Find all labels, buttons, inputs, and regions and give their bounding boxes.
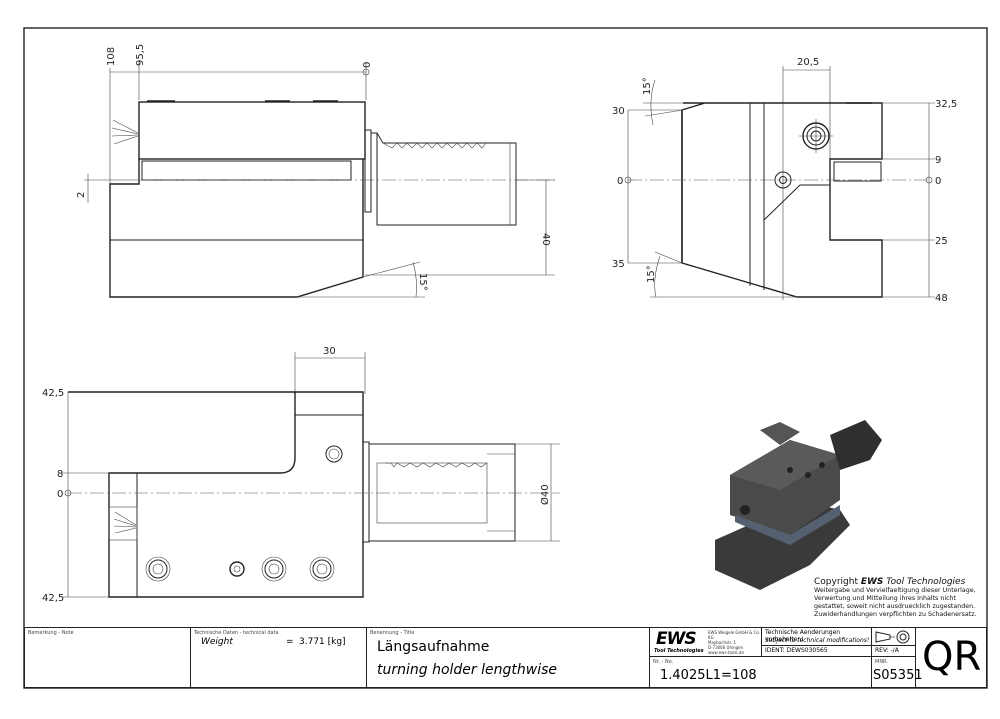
copyright-prefix: Copyright bbox=[814, 577, 861, 587]
drawing-frame bbox=[23, 27, 988, 689]
front-view: 20,5 30 0 35 15° 15° bbox=[612, 57, 957, 304]
dim-95-5: 95,5 bbox=[135, 44, 146, 66]
dim-0: 0 bbox=[362, 62, 373, 68]
logo-cell: EWS Tool Technologies EWS Weigele GmbH &… bbox=[649, 627, 762, 657]
copyright-suffix: Tool Technologies bbox=[883, 577, 966, 587]
copyright-line: Weitergabe und Vervielfaeltigung dieser … bbox=[814, 587, 976, 594]
projection-symbol-icon bbox=[875, 630, 910, 644]
part-number-cell: Nr. - No. 1.4025L1=108 bbox=[649, 656, 872, 688]
dim-42-5-bottom: 42,5 bbox=[42, 593, 64, 604]
dim-32-5: 32,5 bbox=[935, 99, 957, 110]
title-label: Benennung - Title bbox=[370, 630, 415, 636]
company-city: D-73066 Uhingen bbox=[708, 645, 744, 650]
ews-logo: EWS bbox=[656, 629, 697, 649]
change-note-cell: Technische Aenderungen vorbehalten! Subj… bbox=[761, 627, 872, 646]
copyright-block: Copyright EWS Tool Technologies Weiterga… bbox=[814, 577, 984, 619]
copyright-line: gestattet, soweit nicht ausdruecklich zu… bbox=[814, 603, 976, 610]
ident-value: IDENT: DEWS030565 bbox=[765, 647, 828, 654]
dim-15deg-top: 15° bbox=[642, 77, 653, 95]
mnr-cell: MNR. S05351 bbox=[871, 656, 923, 688]
top-view: 30 42,5 8 0 42,5 Ø40 bbox=[42, 346, 560, 604]
side-view: 108 95,5 0 2 40 15° bbox=[76, 44, 555, 298]
weight-label: Weight bbox=[201, 637, 233, 647]
dim-48: 48 bbox=[935, 293, 948, 304]
note-cell: Bemerkung - Note bbox=[24, 627, 191, 688]
copyright-line: Zuwiderhandlungen verpflichten zu Schade… bbox=[814, 611, 977, 618]
dim-108: 108 bbox=[106, 47, 117, 66]
dim-15deg-bottom: 15° bbox=[646, 265, 657, 283]
tech-data-cell: Technische Daten - technical data Weight… bbox=[190, 627, 367, 688]
change-note-de: Technische Aenderungen vorbehalten! bbox=[765, 629, 841, 643]
dim-30-top: 30 bbox=[323, 346, 336, 357]
dim-0-topview: 0 bbox=[57, 489, 63, 500]
dim-0-right: 0 bbox=[935, 176, 941, 187]
dim-20-5: 20,5 bbox=[797, 57, 819, 68]
dim-42-5-top: 42,5 bbox=[42, 388, 64, 399]
dim-8: 8 bbox=[57, 469, 63, 480]
mnr-value: S05351 bbox=[873, 668, 923, 683]
company-street: Maybachstr. 1 bbox=[708, 640, 737, 645]
title-de: Längsaufnahme bbox=[377, 639, 490, 655]
dim-30: 30 bbox=[612, 106, 625, 117]
weight-value: 3.771 [kg] bbox=[299, 637, 346, 647]
title-cell: Benennung - Title Längsaufnahme turning … bbox=[366, 627, 650, 688]
change-note-en: Subject to technical modifications! bbox=[765, 637, 870, 644]
dim-2: 2 bbox=[76, 192, 87, 198]
isometric-render bbox=[715, 420, 882, 590]
tech-data-label: Technische Daten - technical data bbox=[194, 630, 279, 636]
ews-logo-sub: Tool Technologies bbox=[654, 648, 704, 654]
dim-dia-40: Ø40 bbox=[539, 484, 551, 505]
copyright-brand: EWS bbox=[860, 577, 884, 587]
qr-label: QR bbox=[922, 634, 982, 680]
dim-15deg: 15° bbox=[417, 273, 428, 291]
company-name: EWS Weigele GmbH & Co. KG bbox=[708, 630, 761, 640]
title-en: turning holder lengthwise bbox=[377, 662, 557, 678]
dim-0-left: 0 bbox=[617, 176, 623, 187]
projection-symbol-cell bbox=[871, 627, 916, 646]
nr-label: Nr. - No. bbox=[653, 659, 674, 665]
dim-35: 35 bbox=[612, 259, 625, 270]
rev-value: REV: -/A bbox=[875, 647, 899, 654]
part-number: 1.4025L1=108 bbox=[660, 668, 757, 683]
dim-25: 25 bbox=[935, 236, 948, 247]
qr-cell: QR bbox=[915, 627, 987, 688]
dim-9: 9 bbox=[935, 155, 941, 166]
note-label: Bemerkung - Note bbox=[28, 630, 74, 636]
weight-eq: = bbox=[286, 637, 294, 647]
company-address: EWS Weigele GmbH & Co. KG Maybachstr. 1 … bbox=[708, 630, 761, 655]
dim-40: 40 bbox=[540, 233, 551, 246]
copyright-line: Verwertung und Mitteilung ihres Inhalts … bbox=[814, 595, 957, 602]
company-web: www.ews-tools.de bbox=[708, 650, 744, 655]
mnr-label: MNR. bbox=[875, 659, 888, 665]
